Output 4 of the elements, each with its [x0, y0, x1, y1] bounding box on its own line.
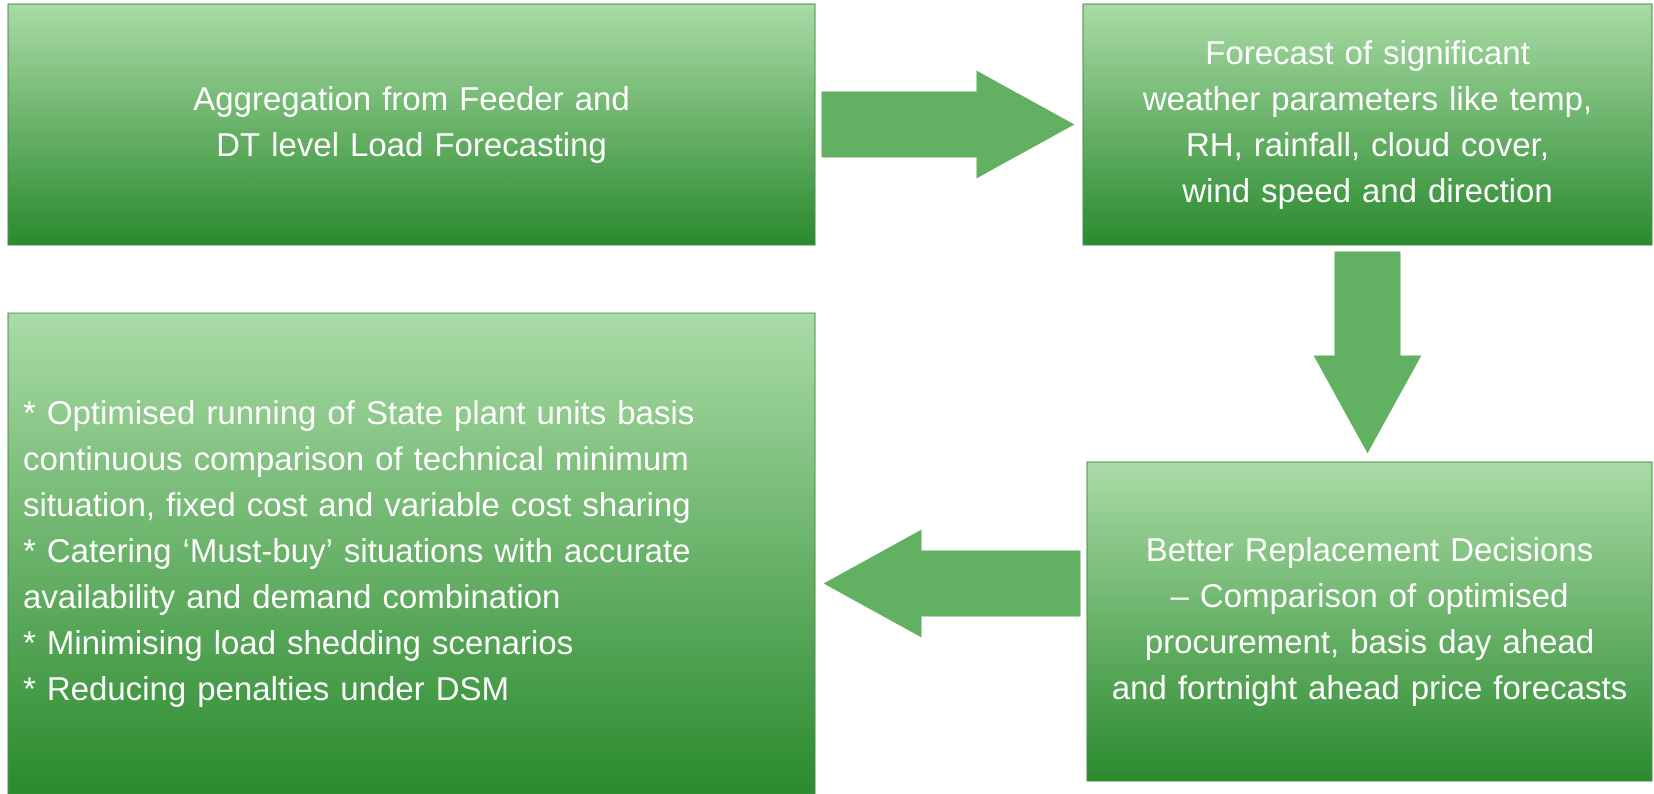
process-box: Aggregation from Feeder and DT level Load Forecasting	[7, 3, 816, 246]
process-box: Forecast of significant weather parameters like temp, RH, rainfall, cloud cover, wind speed and direction	[1082, 3, 1653, 246]
process-box: Better Replacement Decisions – Comparison of optimised procurement, basis day ahead and fortnight ahead price forecasts	[1086, 461, 1653, 782]
process-box: * Optimised running of State plant units basis continuous comparison of technical minimum situation, fixed cost and variable cost sharing * Catering ‘Must-buy’ situations with accurate availability and demand combination * Minimising load shedding scenarios * Reducing penalties under DSM	[7, 312, 816, 794]
